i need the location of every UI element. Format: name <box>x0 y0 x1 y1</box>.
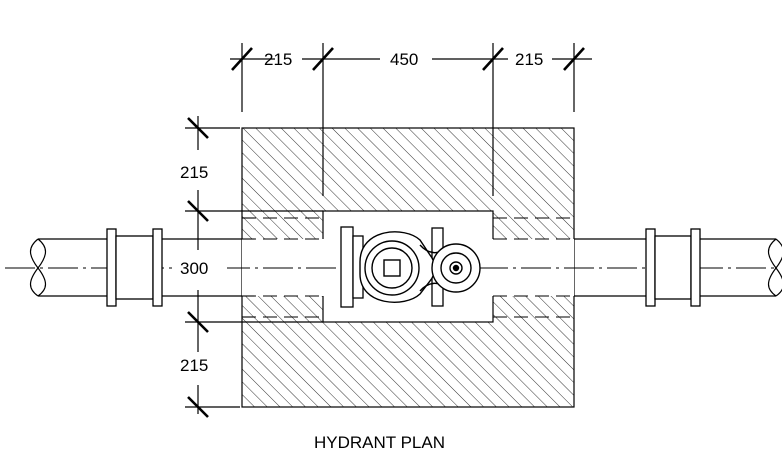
top-dimension-ticks <box>231 47 585 71</box>
dimension-top-center: 450 <box>390 50 418 69</box>
hidden-pipe-lines <box>242 217 574 318</box>
drawing-title: HYDRANT PLAN <box>314 433 445 452</box>
coupling-left <box>106 228 163 307</box>
left-dimension-ticks <box>187 117 209 418</box>
dimension-left-middle: 300 <box>180 259 208 278</box>
valve-body <box>359 231 447 303</box>
top-dimension-line <box>230 43 592 196</box>
dimension-left-upper: 215 <box>180 163 208 182</box>
coupling-right <box>645 228 701 307</box>
dimension-top-right: 215 <box>515 50 543 69</box>
left-dimension-line <box>185 116 323 414</box>
dimension-top-left: 215 <box>264 50 292 69</box>
dimension-left-lower: 215 <box>180 356 208 375</box>
hydrant-outlet <box>431 243 481 293</box>
